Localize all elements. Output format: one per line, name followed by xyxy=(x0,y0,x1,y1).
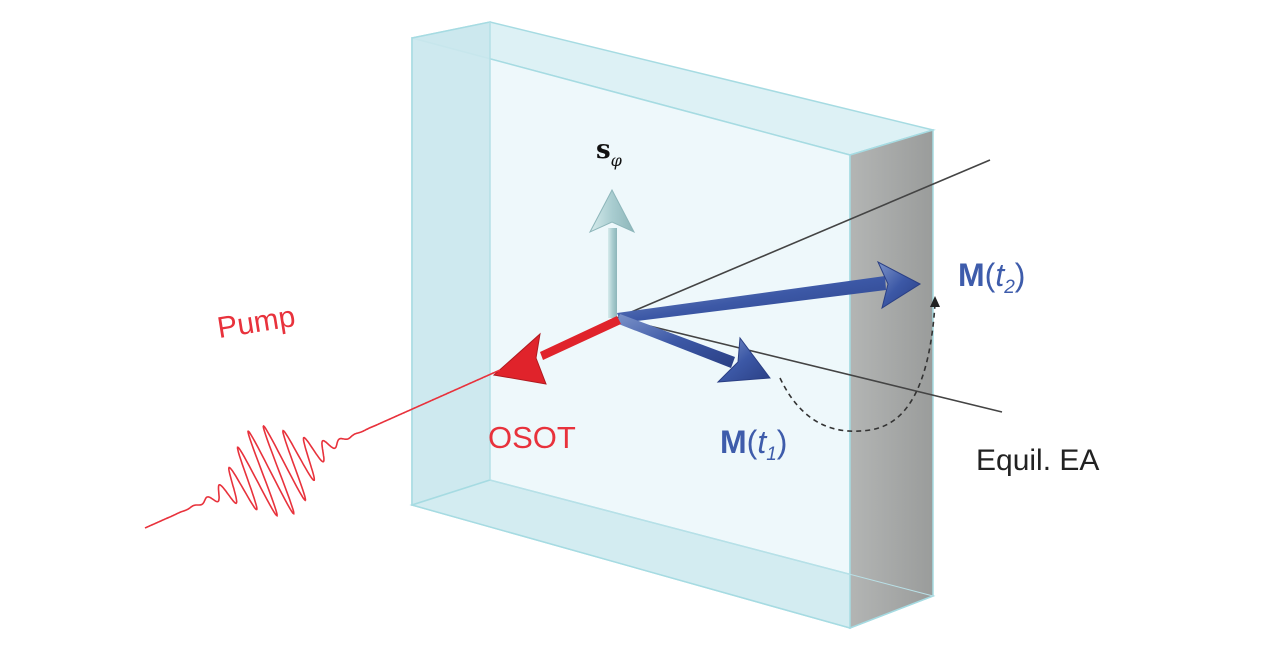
easy-axis-line-lower xyxy=(616,317,1003,413)
m2-t: t xyxy=(995,257,1005,293)
precession-path-dashed xyxy=(779,303,936,432)
precession-arrowhead xyxy=(930,296,940,307)
m1-paren-close: ) xyxy=(776,424,788,460)
m2-subscript: 2 xyxy=(1004,277,1015,298)
magnetization-t1-arrow xyxy=(616,314,771,383)
m2-symbol: M xyxy=(958,257,985,293)
magnetization-t2-arrow xyxy=(617,260,922,323)
m1-t: t xyxy=(757,424,767,460)
spin-vector-arrow xyxy=(588,188,636,318)
equilibrium-easy-axis-label: Equil. EA xyxy=(976,444,1100,477)
spin-subscript: φ xyxy=(610,151,622,170)
slab-left-edge xyxy=(411,21,491,507)
m1-subscript: 1 xyxy=(766,444,777,465)
osot-torque-arrow xyxy=(492,316,621,385)
spin-polarization-label: sφ xyxy=(596,137,622,169)
slab-inner-edge-bottom xyxy=(489,479,934,597)
easy-axis-line-upper xyxy=(616,159,991,319)
m2-paren-close: ) xyxy=(1014,257,1026,293)
magnetization-t1-label: M(t1) xyxy=(720,426,787,464)
m1-symbol: M xyxy=(720,424,747,460)
spin-symbol: s xyxy=(596,135,611,165)
m1-paren-open: ( xyxy=(746,424,758,460)
m2-paren-open: ( xyxy=(984,257,996,293)
slab-right-side xyxy=(849,128,934,630)
osot-label: OSOT xyxy=(488,420,576,455)
magnetization-t2-label: M(t2) xyxy=(958,259,1025,297)
pump-pulse-wave xyxy=(144,369,501,529)
